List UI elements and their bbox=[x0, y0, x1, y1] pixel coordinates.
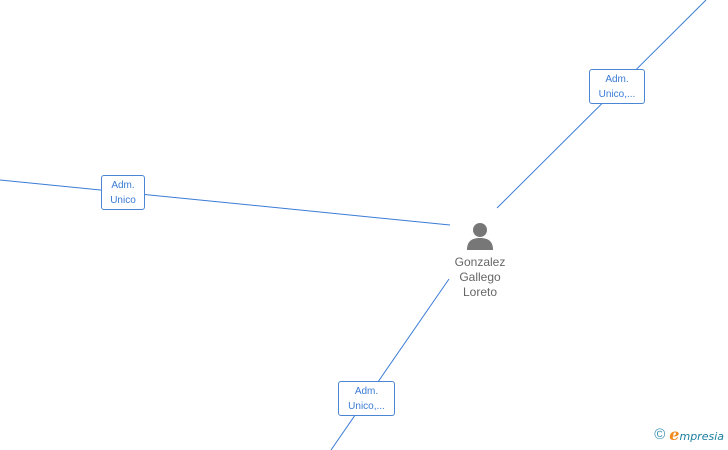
relation-role: Adm. bbox=[111, 180, 135, 191]
edge-left bbox=[0, 179, 451, 226]
person-name: Gonzalez Gallego Loreto bbox=[436, 255, 524, 300]
relation-role: Adm. bbox=[605, 74, 629, 85]
relation-detail: Unico,... bbox=[348, 401, 385, 412]
edge-bottom bbox=[330, 278, 450, 450]
relation-label-bottom[interactable]: Adm. Unico,... bbox=[338, 381, 395, 416]
person-name-line: Gonzalez bbox=[454, 255, 506, 269]
brand-watermark: © empresia bbox=[654, 425, 724, 444]
person-node[interactable]: Gonzalez Gallego Loreto bbox=[436, 221, 524, 300]
brand-logo-initial: e bbox=[669, 425, 680, 444]
relation-role: Adm. bbox=[354, 386, 379, 397]
copyright-symbol: © bbox=[654, 426, 666, 443]
relation-label-top-right[interactable]: Adm. Unico,... bbox=[589, 69, 645, 104]
person-name-line: Gallego bbox=[459, 270, 501, 284]
edge-top-right bbox=[496, 0, 707, 209]
relation-detail: Unico,... bbox=[598, 89, 636, 100]
person-name-line: Loreto bbox=[462, 285, 498, 299]
brand-logo-text: mpresia bbox=[679, 430, 724, 443]
person-icon bbox=[467, 223, 493, 250]
relation-label-left[interactable]: Adm. Unico bbox=[101, 175, 145, 210]
relation-detail: Unico bbox=[110, 195, 136, 206]
brand-logo: empresia bbox=[669, 425, 724, 444]
